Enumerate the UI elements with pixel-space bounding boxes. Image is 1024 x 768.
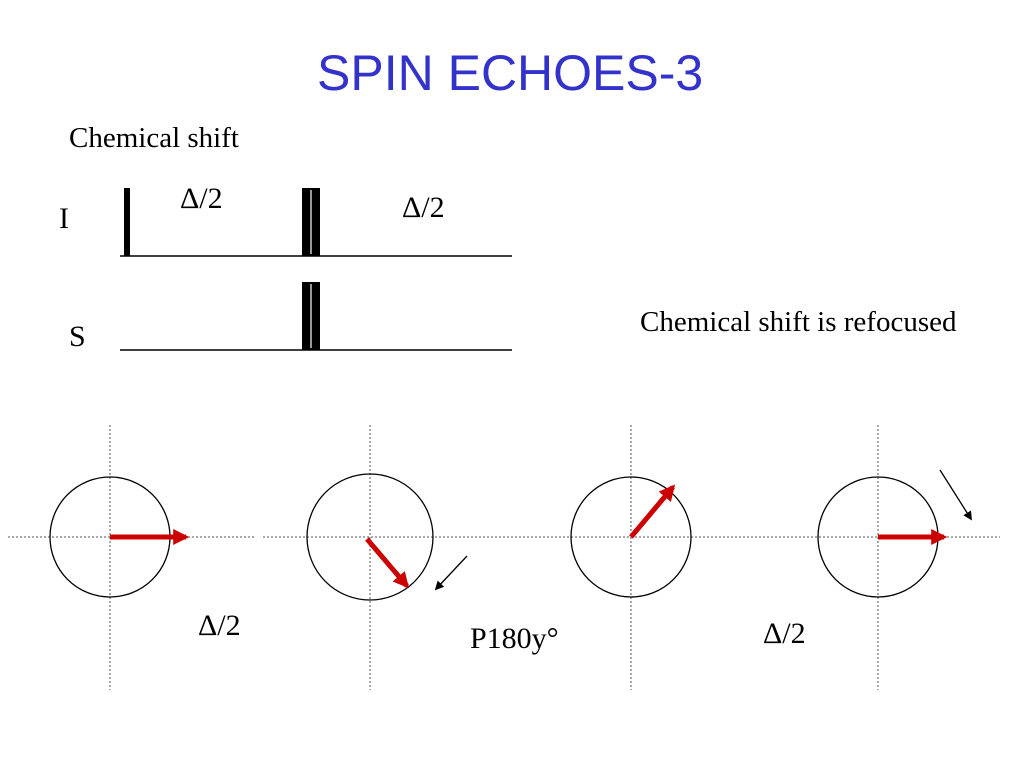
slide-title: SPIN ECHOES-3 <box>317 45 704 101</box>
rotation-arrow-2 <box>939 469 972 521</box>
delay-label-first: Δ/2 <box>180 182 223 215</box>
rotation-arrows <box>434 469 972 591</box>
refocus-caption: Chemical shift is refocused <box>640 306 957 338</box>
vector-delay-label-first: Δ/2 <box>198 609 241 642</box>
delay-label-second: Δ/2 <box>402 191 445 224</box>
vector-3 <box>629 484 676 539</box>
circle-3 <box>570 476 692 598</box>
subtitle: Chemical shift <box>69 122 239 154</box>
circle-2 <box>306 473 434 601</box>
rotation-arrow-1 <box>434 555 468 591</box>
channel-s-label: S <box>69 320 86 353</box>
vector-axes <box>8 425 1000 690</box>
vector-delay-label-second: Δ/2 <box>763 617 806 650</box>
channel-i-label: I <box>59 202 69 235</box>
pulse-sequence <box>120 188 512 351</box>
magnetization-vectors <box>110 484 948 589</box>
pulse-label: P180y° <box>470 622 559 655</box>
vector-2 <box>365 537 410 589</box>
i-90-pulse <box>124 188 130 256</box>
